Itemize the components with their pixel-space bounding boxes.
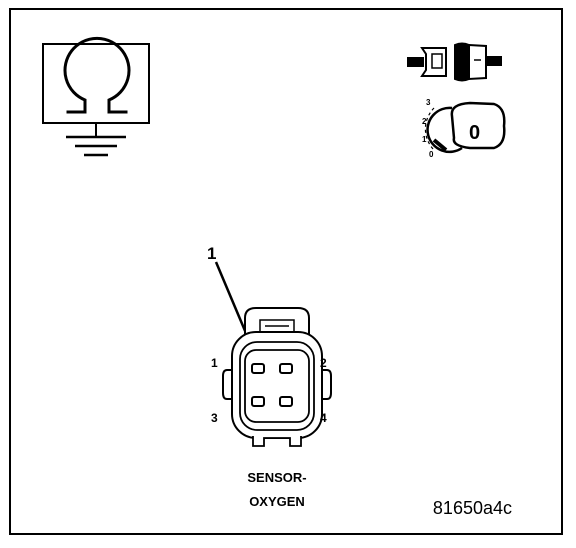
disconnect-connector-icon [407,42,502,82]
figure-id: 81650a4c [433,498,512,518]
ignition-key-label: 0 [469,122,480,144]
connector-label-line-1: SENSOR- [247,470,306,485]
pin-cavity-2 [279,363,293,374]
pin-cavity-4 [279,396,293,407]
ignition-position-1: 1 [422,135,427,144]
callout-number: 1 [207,244,216,263]
ignition-position-0: 0 [429,150,434,159]
pin-cavity-1 [251,363,265,374]
pin-label-4: 4 [320,411,327,425]
ignition-key-off-icon: 3 2 1 0 0 [422,98,506,159]
connector-label-line-2: OXYGEN [249,494,305,509]
ignition-position-2: 2 [422,117,427,126]
pin-label-3: 3 [211,411,218,425]
diagram-frame [9,8,563,535]
oxygen-sensor-connector [222,307,332,447]
pin-label-1: 1 [211,356,218,370]
ohmmeter-ground-icon [42,36,150,157]
pin-cavity-3 [251,396,265,407]
pin-label-2: 2 [320,356,327,370]
ignition-position-3: 3 [426,98,431,107]
